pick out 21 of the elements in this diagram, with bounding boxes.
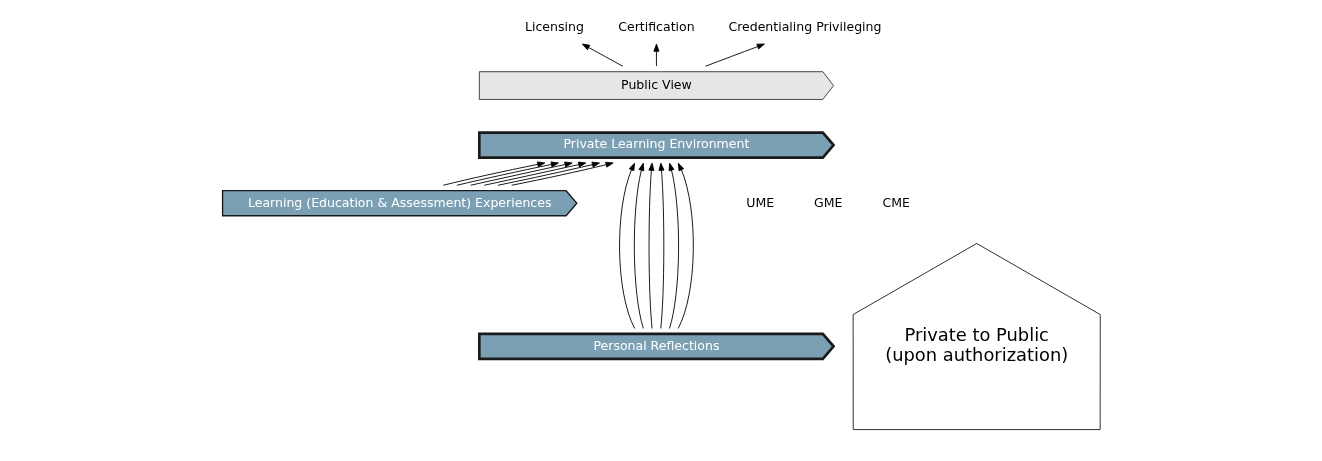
arrow: [653, 43, 659, 67]
arrow: [704, 43, 765, 67]
arrow: [647, 162, 654, 329]
arrow: [618, 162, 635, 329]
node-text: Credentialing Privileging: [727, 19, 881, 35]
arrow: [455, 161, 559, 186]
arrow: [668, 162, 679, 329]
arrow: [469, 161, 573, 186]
label: CME: [881, 194, 910, 210]
arrow: [497, 161, 600, 186]
arrow: [677, 162, 694, 329]
arrow: [483, 161, 586, 186]
arrow: [581, 43, 623, 67]
label: UME: [745, 194, 774, 210]
node-text: Certification: [617, 19, 695, 35]
arrow: [510, 161, 614, 186]
label: GME: [813, 194, 842, 210]
node-text: Licensing: [524, 19, 584, 35]
arrow: [658, 162, 664, 329]
arrow: [633, 162, 644, 329]
arrow: [442, 161, 545, 186]
